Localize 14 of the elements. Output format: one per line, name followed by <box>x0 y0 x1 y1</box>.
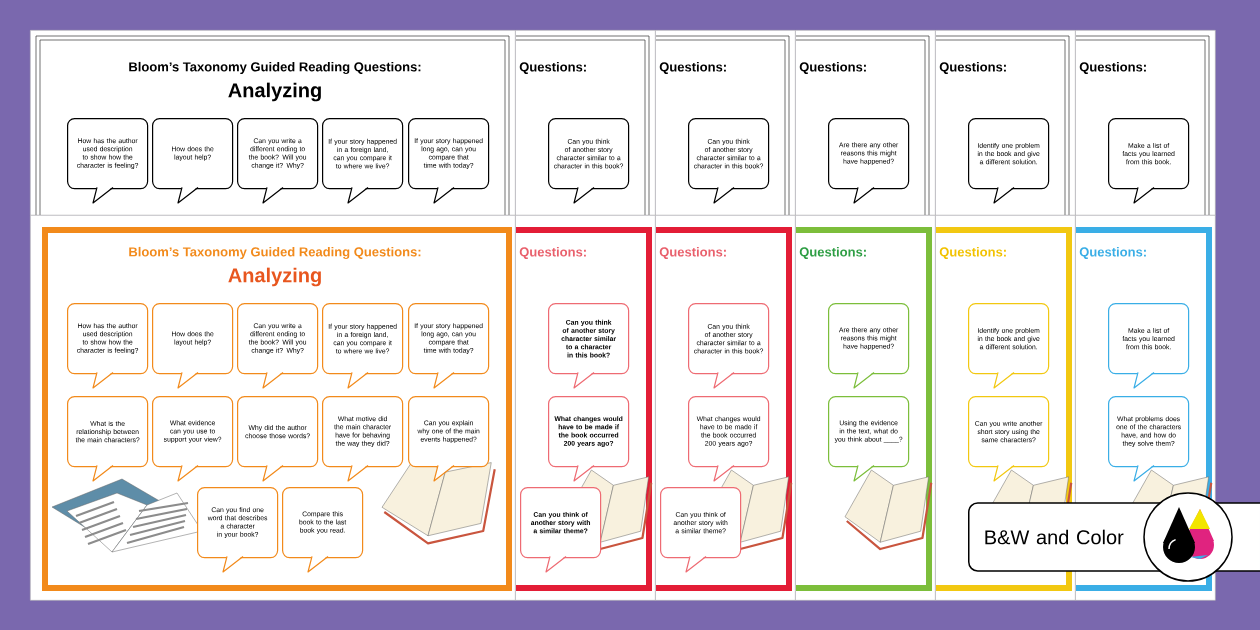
worksheet-title: Questions: <box>799 247 866 259</box>
worksheet-title: Questions: <box>519 62 586 74</box>
worksheet-title: Questions: <box>1079 247 1146 259</box>
worksheet-title: Questions: <box>799 62 866 74</box>
worksheet-title: Questions: <box>939 62 1006 74</box>
worksheet-title: Questions: <box>519 247 586 259</box>
worksheet-title: Questions: <box>1079 62 1146 74</box>
worksheet-subtitle: Analyzing <box>228 267 321 287</box>
worksheet-title: Questions: <box>659 62 726 74</box>
worksheet-title: Questions: <box>939 247 1006 259</box>
worksheet-subtitle: Analyzing <box>228 82 321 102</box>
worksheet-title: Bloom’s Taxonomy Guided Reading Questions: <box>129 61 421 75</box>
worksheet-title: Bloom’s Taxonomy Guided Reading Questions: <box>129 246 421 260</box>
worksheet-title: Questions: <box>659 247 726 259</box>
